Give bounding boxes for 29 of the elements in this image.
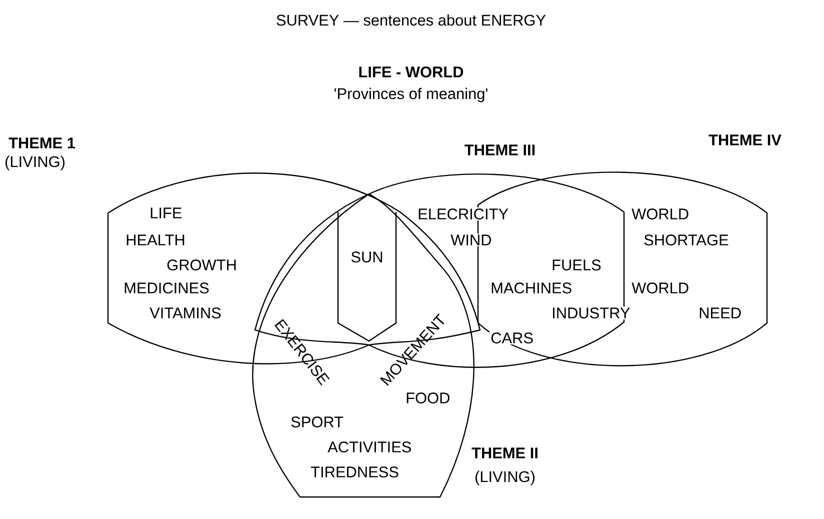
word-label: WIND (450, 234, 493, 246)
overlap-box: SUN (337, 212, 397, 342)
word-label: FOOD (406, 392, 450, 404)
subheading: 'Provinces of meaning' (334, 88, 488, 102)
word-label: MEDICINES (124, 282, 209, 294)
heading: LIFE - WORLD (359, 66, 464, 78)
word-label: WORLD (632, 282, 688, 294)
word-label: GROWTH (167, 260, 236, 270)
node-label: THEME III (464, 144, 535, 156)
title: SURVEY — sentences about ENERGY (276, 14, 546, 26)
word-label: LIFE (150, 208, 182, 218)
word-label: FUELS (552, 260, 601, 270)
word-label: ACTIVITIES (328, 442, 411, 452)
word-label: HEALTH (126, 234, 184, 246)
node-label: (LIVING) (6, 156, 65, 170)
word-label: TIREDNESS (310, 466, 398, 478)
word-label: WORLD (632, 208, 688, 220)
node-label: THEME II (472, 448, 538, 458)
word-label: ELECRICITY (416, 208, 510, 220)
word-label: VITAMINS (150, 308, 221, 318)
word-label: MACHINES (492, 282, 572, 294)
word-label: SPORT (291, 416, 344, 428)
word-label: CARS (490, 332, 534, 344)
word-label: INDUSTRY (550, 306, 632, 320)
node-label: (LIVING) (476, 470, 535, 486)
word-label: SHORTAGE (644, 234, 728, 246)
node-label: THEME IV (708, 134, 782, 146)
node-label: THEME 1 (8, 138, 76, 148)
word-label: NEED (700, 308, 741, 318)
